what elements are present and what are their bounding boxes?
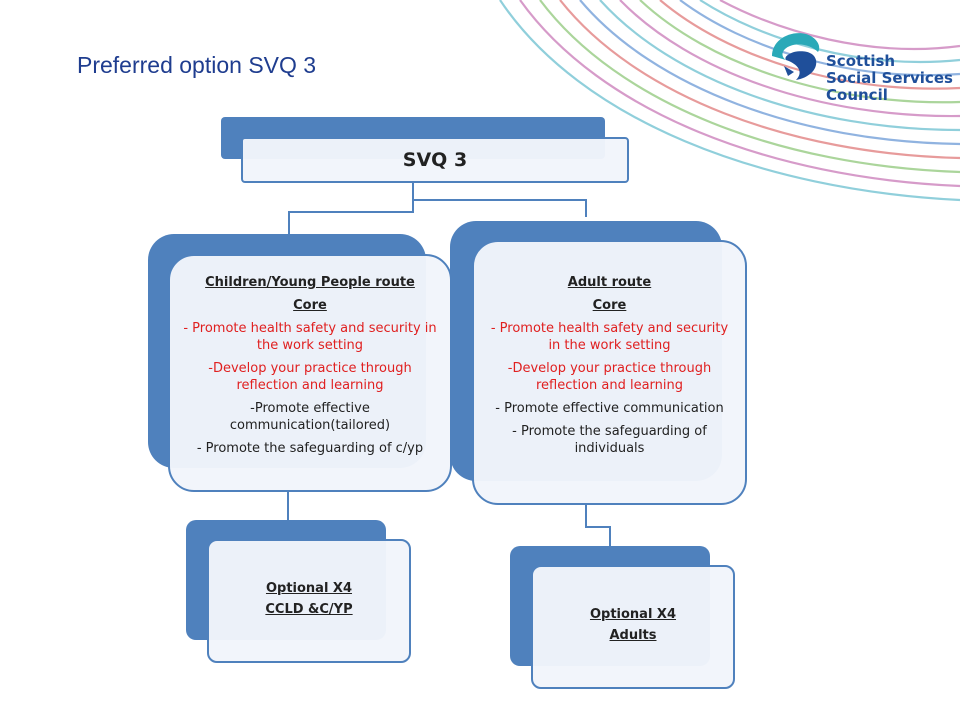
left-route-item: -Develop your practice through reflectio…	[208, 361, 412, 393]
logo-line-2: Social Services	[826, 69, 953, 87]
right-optional-sub: Adults	[609, 628, 657, 643]
sssc-logo: Scottish Social Services Council	[764, 26, 953, 116]
left-route-box: Children/Young People route Core - Promo…	[168, 254, 452, 492]
left-route-item: - Promote health safety and security in …	[183, 321, 437, 353]
right-route-item: - Promote health safety and security in …	[490, 321, 729, 353]
right-route-title: Adult route	[567, 275, 652, 290]
sssc-emblem-icon	[772, 33, 820, 80]
left-route-item: -Promote effective communication(tailore…	[229, 401, 391, 433]
left-optional-box: Optional X4 CCLD &C/YP	[207, 539, 411, 663]
right-route-item: - Promote effective communication	[495, 401, 724, 416]
logo-line-3: Council	[826, 86, 888, 104]
right-optional-box: Optional X4 Adults	[531, 565, 735, 689]
root-box: SVQ 3	[241, 137, 629, 183]
right-optional-title: Optional X4	[589, 607, 677, 622]
slide-title: Preferred option SVQ 3	[77, 52, 317, 78]
left-route-title: Children/Young People route	[205, 275, 415, 290]
root-label: SVQ 3	[402, 149, 468, 171]
right-route-box: Adult route Core - Promote health safety…	[472, 240, 747, 505]
right-route-item: -Develop your practice through reflectio…	[507, 361, 712, 393]
right-route-core: Core	[592, 298, 627, 313]
logo-line-1: Scottish	[826, 52, 896, 70]
logo-text: Scottish Social Services Council	[826, 53, 953, 104]
left-optional-sub: CCLD &C/YP	[265, 602, 353, 617]
left-route-core: Core	[293, 298, 327, 313]
right-route-item: - Promote the safeguarding of individual…	[512, 424, 707, 456]
left-route-item: - Promote the safeguarding of c/yp	[196, 441, 424, 456]
left-optional-title: Optional X4	[265, 581, 353, 596]
